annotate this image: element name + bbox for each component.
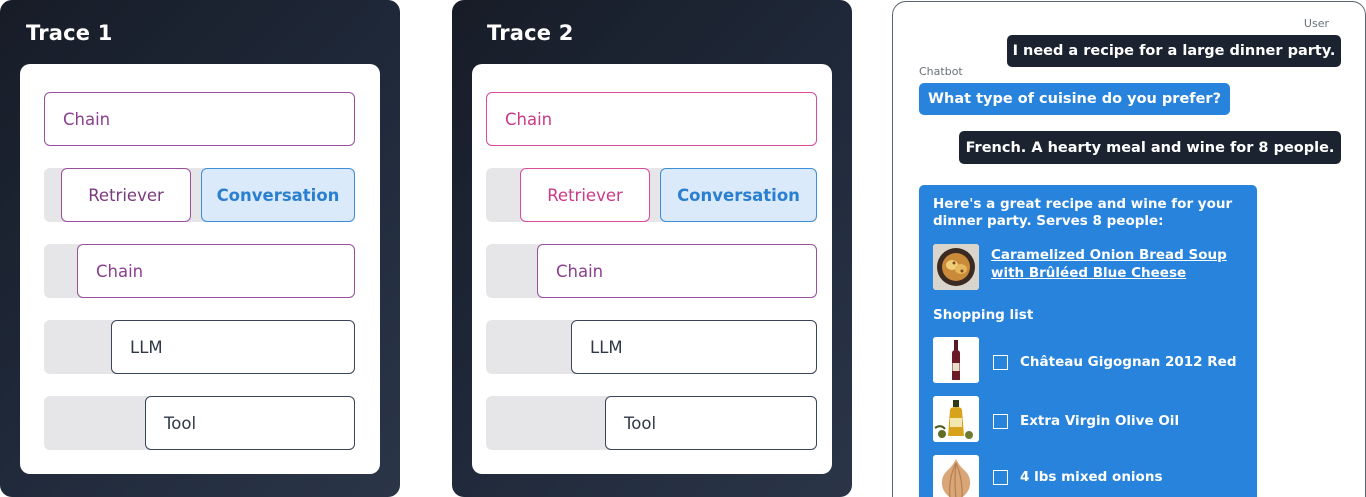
checkbox[interactable] <box>993 469 1008 485</box>
trace-2-panel: Trace 2 Chain Retriever Conversation Cha… <box>452 0 852 497</box>
wine-bottle-image <box>933 337 979 383</box>
tool-node[interactable]: Tool <box>145 396 355 450</box>
trace-title: Trace 1 <box>26 21 113 45</box>
reply-intro: Here's a great recipe and wine for your … <box>933 196 1233 229</box>
item-label: Extra Virgin Olive Oil <box>1020 413 1180 429</box>
item-label: 4 lbs mixed onions <box>1020 469 1163 485</box>
chat-panel: User I need a recipe for a large dinner … <box>892 1 1366 497</box>
chain-node[interactable]: Chain <box>486 92 817 146</box>
chain-node[interactable]: Chain <box>77 244 355 298</box>
user-label: User <box>1303 17 1329 30</box>
conversation-node[interactable]: Conversation <box>201 168 355 222</box>
llm-node[interactable]: LLM <box>571 320 817 374</box>
retriever-node[interactable]: Retriever <box>520 168 650 222</box>
chain-node[interactable]: Chain <box>537 244 817 298</box>
node-label: Retriever <box>547 185 623 205</box>
trace-tree: Chain Retriever Conversation Chain LLM T… <box>20 64 380 474</box>
node-label: Conversation <box>216 185 340 205</box>
trace-1-panel: Trace 1 Chain Retriever Conversation Cha… <box>0 0 400 497</box>
bot-reply-card: Here's a great recipe and wine for your … <box>919 185 1257 497</box>
soup-image <box>933 244 979 290</box>
node-label: Chain <box>556 261 604 281</box>
node-label: Conversation <box>677 185 800 205</box>
recipe-link[interactable]: Caramelized Onion Bread Soup with Brûlée… <box>991 247 1227 281</box>
bot-message: What type of cuisine do you prefer? <box>919 83 1230 115</box>
node-label: Tool <box>624 413 657 433</box>
node-label: Chain <box>96 261 144 281</box>
trace-title: Trace 2 <box>487 21 574 45</box>
tool-node[interactable]: Tool <box>605 396 817 450</box>
retriever-node[interactable]: Retriever <box>61 168 191 222</box>
shopping-item: 4 lbs mixed onions <box>993 469 1162 485</box>
conversation-node[interactable]: Conversation <box>660 168 817 222</box>
shopping-item: Château Gigognan 2012 Red <box>993 354 1237 370</box>
user-message: French. A hearty meal and wine for 8 peo… <box>959 131 1341 164</box>
node-label: Chain <box>505 109 553 129</box>
shopping-list-heading: Shopping list <box>933 307 1034 323</box>
node-label: Retriever <box>88 185 164 205</box>
trace-tree: Chain Retriever Conversation Chain LLM T… <box>472 64 832 474</box>
chatbot-label: Chatbot <box>919 65 963 78</box>
onion-image <box>933 455 979 497</box>
user-message: I need a recipe for a large dinner party… <box>1007 35 1341 67</box>
shopping-item: Extra Virgin Olive Oil <box>993 413 1179 429</box>
node-label: Tool <box>164 413 197 433</box>
node-label: LLM <box>130 337 163 357</box>
olive-oil-image <box>933 396 979 442</box>
node-label: LLM <box>590 337 623 357</box>
checkbox[interactable] <box>993 413 1008 429</box>
checkbox[interactable] <box>993 354 1008 370</box>
item-label: Château Gigognan 2012 Red <box>1020 354 1237 370</box>
chain-node[interactable]: Chain <box>44 92 355 146</box>
llm-node[interactable]: LLM <box>111 320 355 374</box>
node-label: Chain <box>63 109 111 129</box>
